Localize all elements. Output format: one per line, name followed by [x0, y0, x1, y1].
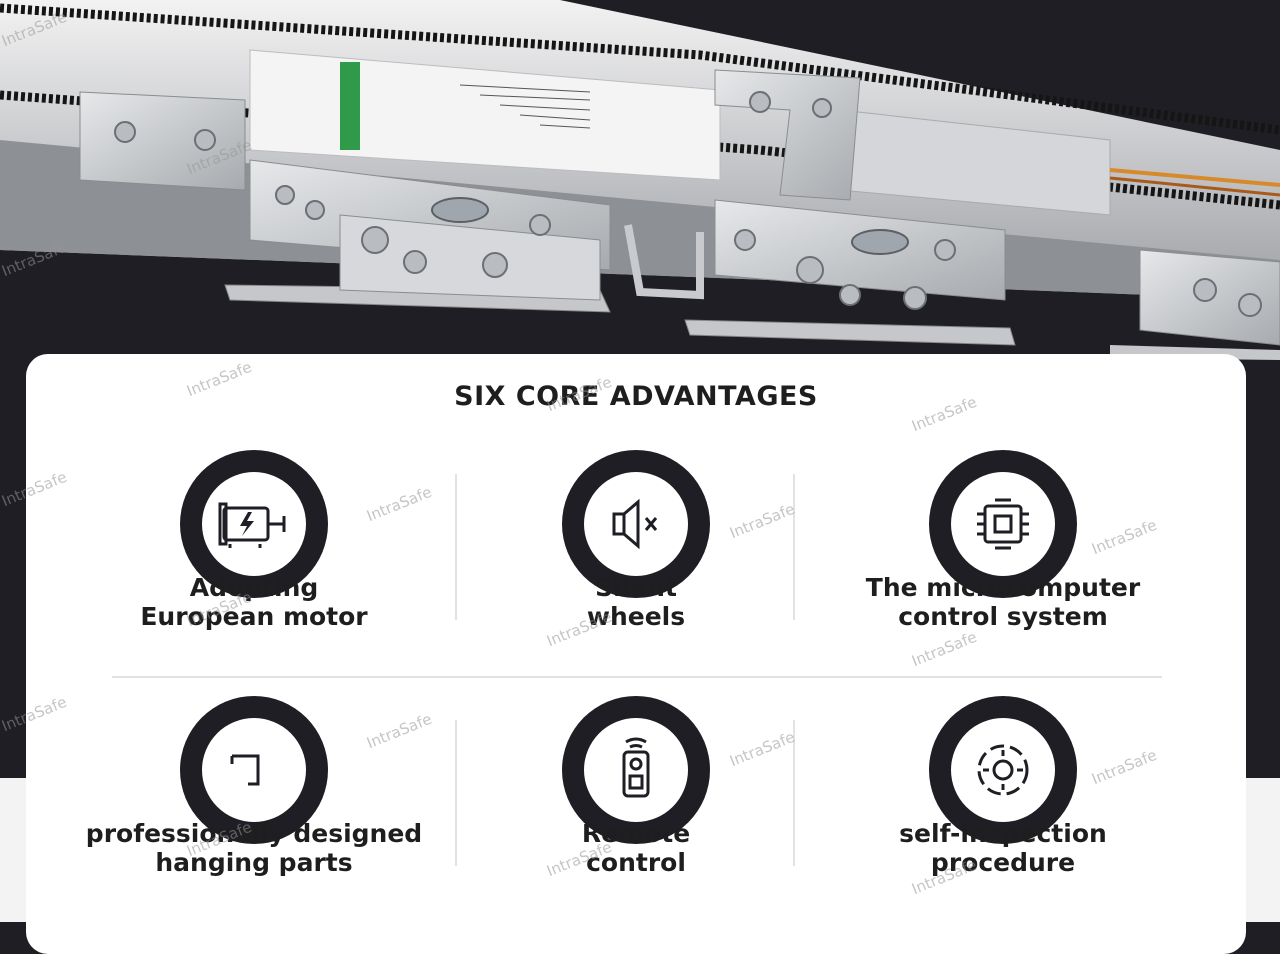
feature-label-line1: professionally designed [85, 819, 423, 848]
feature-label-line2: control system [898, 602, 1108, 631]
motor-icon [202, 472, 306, 576]
remote-control-icon [584, 718, 688, 822]
product-image [0, 0, 1280, 360]
feature-label-line2: procedure [930, 848, 1076, 877]
feature-label-line1: Remote [581, 819, 691, 848]
feature-label-line2: European motor [140, 602, 368, 631]
target-scan-icon [951, 718, 1055, 822]
feature-label-line2: wheels [586, 602, 686, 631]
card-title: SIX CORE ADVANTAGES [454, 381, 818, 412]
divider-horizontal [112, 676, 1162, 678]
feature-label-line2: control [586, 848, 686, 877]
feature-label-line1: Adopting [189, 573, 319, 602]
divider-vertical [793, 474, 795, 620]
advantages-card: SIX CORE ADVANTAGES Adopting European mo… [26, 354, 1246, 954]
divider-vertical [455, 474, 457, 620]
divider-vertical [455, 720, 457, 866]
feature-label-line1: Silent [595, 573, 677, 602]
feature-label-line2: hanging parts [155, 848, 353, 877]
microchip-icon [951, 472, 1055, 576]
speaker-mute-icon [584, 472, 688, 576]
hanging-bracket-icon [202, 718, 306, 822]
divider-vertical [793, 720, 795, 866]
feature-label-line1: self-inspection [899, 819, 1107, 848]
feature-label-line1: The microcomputer [865, 573, 1141, 602]
